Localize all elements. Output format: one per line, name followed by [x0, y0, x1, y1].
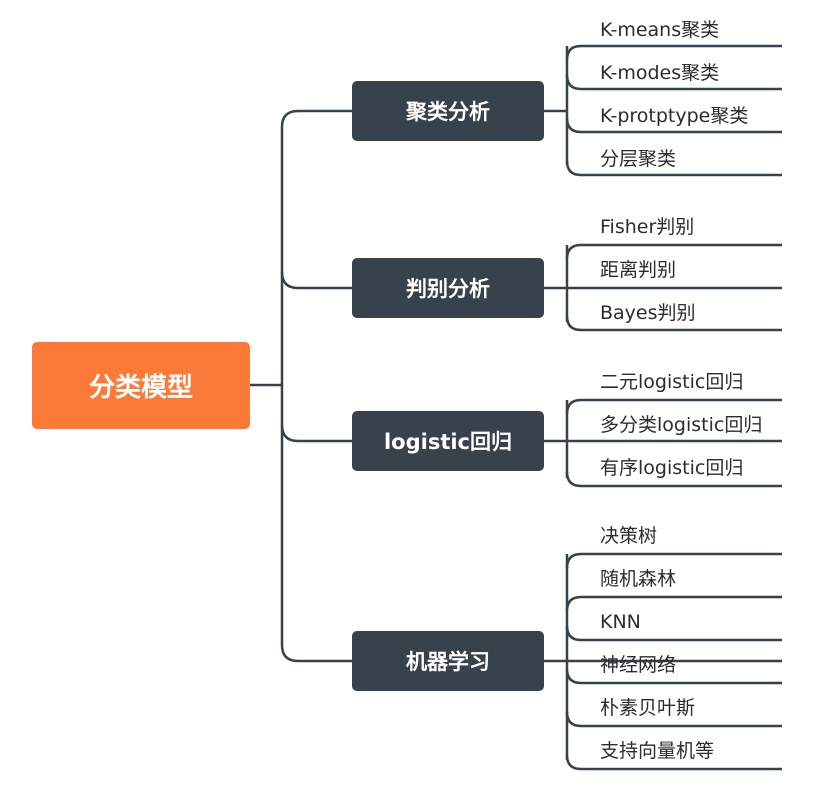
leaf-item: 支持向量机等: [600, 740, 715, 762]
leaf-item: K-means聚类: [600, 19, 720, 41]
leaf-item: 神经网络: [600, 654, 677, 676]
leaf-item: 多分类logistic回归: [600, 414, 763, 436]
leaf-item: 有序logistic回归: [600, 457, 744, 479]
branch-node-clustering: 聚类分析: [352, 81, 544, 141]
branch-label: 机器学习: [406, 650, 490, 674]
leaf-item: K-modes聚类: [600, 62, 720, 84]
branch-label: 判别分析: [406, 277, 490, 301]
root-node: 分类模型: [32, 342, 250, 429]
leaf-item: 朴素贝叶斯: [600, 697, 696, 719]
leaf-item: Bayes判别: [600, 302, 696, 324]
branch-label: logistic回归: [383, 430, 513, 454]
branch-node-machine-learning: 机器学习: [352, 631, 544, 691]
leaf-item: 二元logistic回归: [600, 371, 744, 393]
branch-node-logistic: logistic回归: [352, 411, 544, 471]
branch-label: 聚类分析: [406, 100, 490, 124]
leaf-item: 随机森林: [600, 568, 677, 590]
leaf-item: Fisher判别: [600, 216, 695, 238]
leaf-item: KNN: [600, 611, 641, 633]
leaf-item: 决策树: [600, 525, 658, 547]
root-label: 分类模型: [88, 373, 193, 403]
leaf-item: K-protptype聚类: [600, 105, 749, 127]
branch-node-discriminant: 判别分析: [352, 258, 544, 318]
leaf-item: 距离判别: [600, 259, 677, 281]
leaf-item: 分层聚类: [600, 148, 677, 170]
